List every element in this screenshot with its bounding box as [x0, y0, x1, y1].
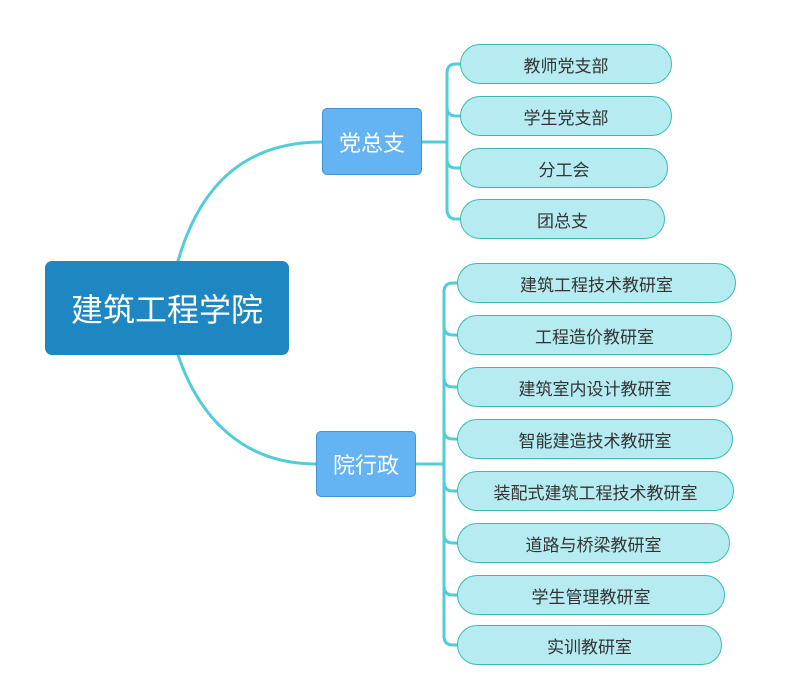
leaf-node[interactable]: 建筑室内设计教研室 [457, 367, 733, 407]
leaf-label: 学生管理教研室 [531, 587, 651, 608]
leaf-label: 建筑工程技术教研室 [520, 275, 673, 296]
leaf-label: 智能建造技术教研室 [518, 431, 672, 452]
leaf-label: 分工会 [538, 160, 590, 181]
leaf-node[interactable]: 团总支 [460, 199, 665, 239]
leaf-node[interactable]: 学生党支部 [460, 96, 672, 136]
branch-label: 院行政 [332, 454, 399, 479]
branch-label: 党总支 [338, 131, 405, 157]
leaf-node[interactable]: 学生管理教研室 [457, 575, 725, 615]
leaf-label: 道路与桥梁教研室 [525, 535, 662, 556]
leaf-label: 实训教研室 [547, 637, 632, 658]
leaf-label: 工程造价教研室 [535, 327, 654, 348]
leaf-node[interactable]: 实训教研室 [457, 625, 722, 665]
leaf-node[interactable]: 装配式建筑工程技术教研室 [457, 471, 734, 511]
leaf-node[interactable]: 分工会 [460, 148, 668, 188]
leaf-node[interactable]: 建筑工程技术教研室 [457, 263, 736, 303]
leaf-label: 团总支 [537, 211, 588, 232]
leaf-label: 建筑室内设计教研室 [518, 379, 672, 400]
leaf-node[interactable]: 工程造价教研室 [457, 315, 732, 355]
root-label: 建筑工程学院 [70, 291, 263, 329]
branch-node-party[interactable]: 党总支 [322, 108, 422, 175]
leaf-label: 装配式建筑工程技术教研室 [493, 483, 698, 504]
leaf-node[interactable]: 教师党支部 [460, 44, 672, 84]
leaf-label: 教师党支部 [523, 56, 609, 77]
leaf-label: 学生党支部 [523, 108, 609, 129]
root-node[interactable]: 建筑工程学院 [45, 261, 289, 355]
leaf-node[interactable]: 智能建造技术教研室 [457, 419, 733, 459]
branch-node-admin[interactable]: 院行政 [316, 431, 416, 497]
leaf-node[interactable]: 道路与桥梁教研室 [457, 523, 730, 563]
